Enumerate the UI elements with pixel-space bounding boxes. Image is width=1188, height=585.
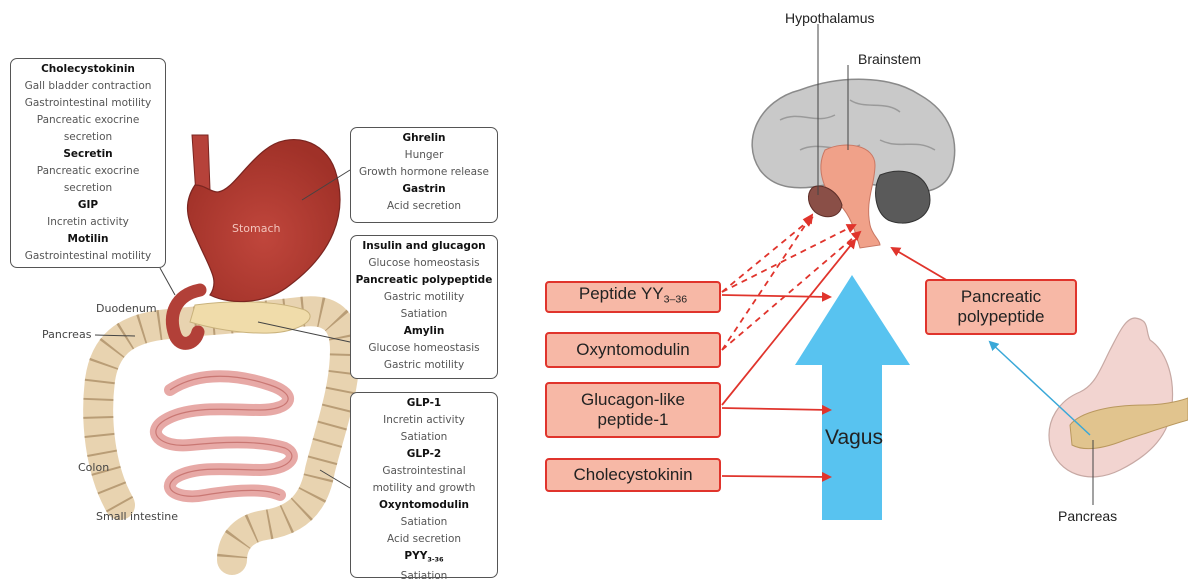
hormone-function: Acid secretion [355, 531, 493, 548]
hormone-function: Satiation [355, 306, 493, 323]
stomach-shape [188, 140, 340, 302]
cerebellum-shape [876, 171, 930, 223]
right-stomach-illustration [1049, 318, 1188, 477]
glp1-label-line1: Glucagon-like [581, 390, 685, 410]
hormone-function: motility and growth [355, 480, 493, 497]
hormone-name: Ghrelin [355, 130, 493, 147]
hypothalamus-label: Hypothalamus [785, 10, 875, 26]
pp-label-line1: Pancreatic [961, 287, 1041, 307]
hormone-function: Satiation [355, 429, 493, 446]
hormone-function: Satiation [355, 568, 493, 585]
brain-illustration [752, 79, 954, 248]
hormone-name: Oxyntomodulin [355, 497, 493, 514]
stomach-label: Stomach [232, 222, 281, 235]
hormone-function: Incretin activity [15, 214, 161, 231]
right-pancreas-label: Pancreas [1058, 508, 1117, 524]
hormone-subscript: 3-36 [427, 555, 443, 563]
pp-arrow [990, 342, 1090, 435]
hormone-function: secretion [15, 180, 161, 197]
hormone-name: Motilin [15, 231, 161, 248]
hormone-name: Cholecystokinin [15, 61, 161, 78]
hormone-function: secretion [15, 129, 161, 146]
hormone-function: Gastric motility [355, 289, 493, 306]
colon-label: Colon [78, 461, 109, 474]
pp-label-line2: polypeptide [958, 307, 1045, 327]
hormone-name: GIP [15, 197, 161, 214]
glp1-box: Glucagon-like peptide-1 [545, 382, 721, 438]
hormone-function: Gall bladder contraction [15, 78, 161, 95]
hormone-function: Hunger [355, 147, 493, 164]
vagus-label: Vagus [825, 426, 883, 450]
pyy-label: Peptide YY3–36 [579, 284, 687, 310]
hormone-name: GLP-1 [355, 395, 493, 412]
hormone-function: Acid secretion [355, 198, 493, 215]
brainstem-label: Brainstem [858, 51, 921, 67]
hormone-name: GLP-2 [355, 446, 493, 463]
cholecystokinin-box: Cholecystokinin [545, 458, 721, 492]
hormone-function: Gastric motility [355, 357, 493, 374]
hormone-function: Pancreatic exocrine [15, 163, 161, 180]
hormone-function: Glucose homeostasis [355, 340, 493, 357]
vagus-arrow [795, 275, 910, 520]
hormone-name: Pancreatic polypeptide [355, 272, 493, 289]
hormone-function: Satiation [355, 514, 493, 531]
oxyntomodulin-box: Oxyntomodulin [545, 332, 721, 368]
glp1-label-line2: peptide-1 [598, 410, 669, 430]
hormone-function: Gastrointestinal [355, 463, 493, 480]
hormone-name: Secretin [15, 146, 161, 163]
hormone-function: Gastrointestinal motility [15, 95, 161, 112]
pancreas-label: Pancreas [42, 328, 91, 341]
duodenum-label: Duodenum [96, 302, 157, 315]
hormone-function: Glucose homeostasis [355, 255, 493, 272]
pancreatic-polypeptide-box: Pancreatic polypeptide [925, 279, 1077, 335]
hormone-name: PYY3-36 [355, 548, 493, 568]
hormone-function: Growth hormone release [355, 164, 493, 181]
right-stomach-shape [1049, 318, 1173, 477]
oxyntomodulin-label: Oxyntomodulin [576, 340, 689, 360]
small-intestine-shape [156, 376, 292, 496]
hormone-name: Gastrin [355, 181, 493, 198]
pyy-box: Peptide YY3–36 [545, 281, 721, 313]
hormone-name: Amylin [355, 323, 493, 340]
hormone-function: Incretin activity [355, 412, 493, 429]
hormone-name: Insulin and glucagon [355, 238, 493, 255]
small-intestine-label: Small intestine [96, 510, 178, 523]
hormone-function: Gastrointestinal motility [15, 248, 161, 265]
cholecystokinin-label: Cholecystokinin [573, 465, 692, 485]
hormone-function: Pancreatic exocrine [15, 112, 161, 129]
